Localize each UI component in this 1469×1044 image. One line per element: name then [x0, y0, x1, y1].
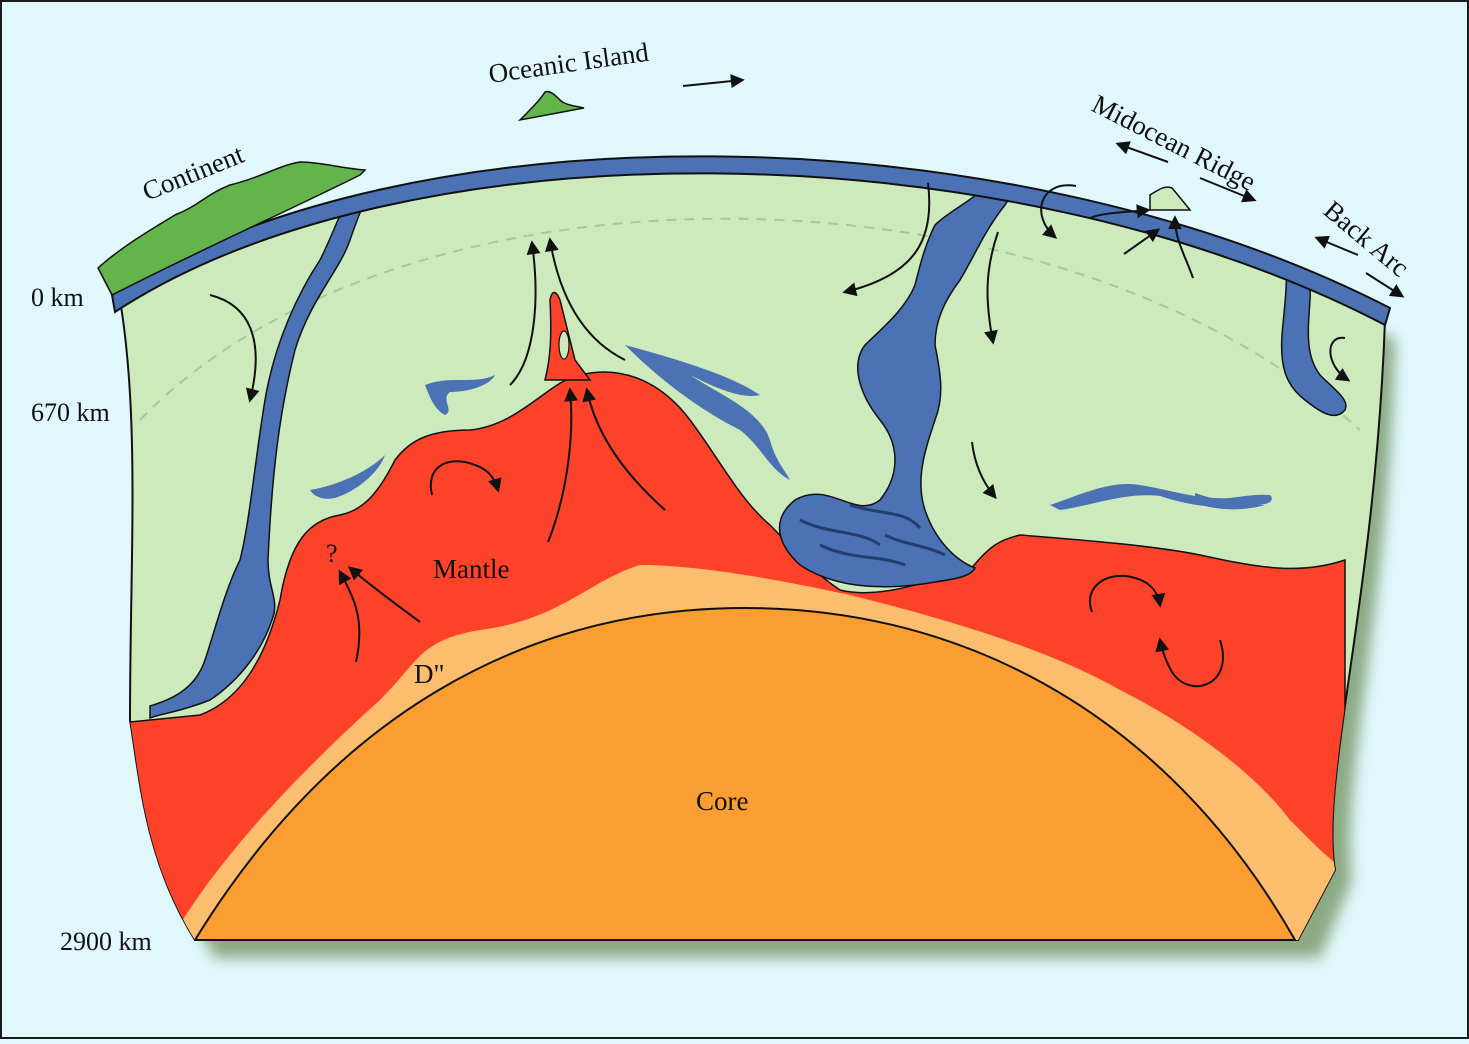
label-back-arc: Back Arc: [1318, 195, 1415, 283]
label-mantle: Mantle: [433, 554, 509, 584]
label-midocean-ridge: Midocean Ridge: [1087, 89, 1260, 197]
label-d-double-prime: D": [414, 659, 445, 689]
depth-label-0km: 0 km: [31, 283, 84, 312]
label-core: Core: [696, 786, 749, 816]
oceanic-island: [520, 92, 584, 120]
ridge-bump: [1150, 187, 1190, 210]
depth-label-670km: 670 km: [31, 398, 110, 427]
depth-label-2900km: 2900 km: [60, 927, 152, 956]
plate-motion-arrow: [683, 80, 742, 86]
label-question-mark: ?: [326, 539, 338, 568]
label-oceanic-island: Oceanic Island: [487, 37, 651, 89]
